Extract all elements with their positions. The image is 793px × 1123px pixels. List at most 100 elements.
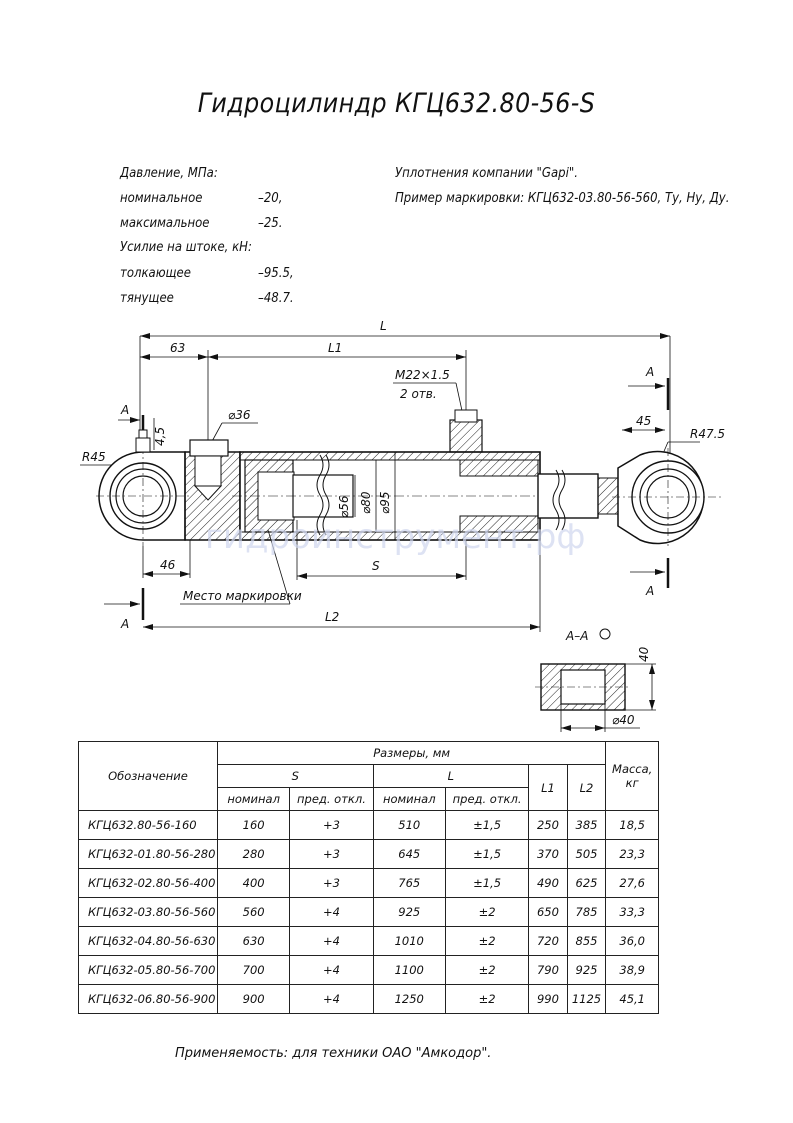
table-row: КГЦ632-03.80-56-560 560 +4 925 ±2 650 78… bbox=[78, 897, 659, 927]
label-a-top-left: A bbox=[120, 403, 129, 417]
section-view-a-a: A–A 40 ⌀40 bbox=[535, 628, 656, 732]
cell-designation: КГЦ632-03.80-56-560 bbox=[78, 897, 218, 927]
pull-force-label: тянущее bbox=[120, 291, 174, 306]
label-46: 46 bbox=[160, 558, 176, 572]
label-marking-place: Место маркировки bbox=[183, 589, 302, 603]
cell-s: 400 bbox=[216, 868, 291, 898]
pull-force-value: –48.7. bbox=[258, 291, 294, 306]
label-s: S bbox=[372, 559, 380, 573]
cell-designation: КГЦ632-04.80-56-630 bbox=[78, 926, 218, 956]
label-l2: L2 bbox=[325, 610, 339, 624]
table-row: КГЦ632-06.80-56-900 900 +4 1250 ±2 990 1… bbox=[78, 984, 659, 1014]
header-dimensions: Размеры, мм bbox=[216, 741, 607, 765]
cell-l-dev: ±2 bbox=[444, 984, 530, 1014]
force-heading: Усилие на штоке, кН: bbox=[120, 240, 252, 255]
table-row: КГЦ632.80-56-160 160 +3 510 ±1,5 250 385… bbox=[78, 810, 659, 840]
cell-s-dev: +4 bbox=[289, 984, 374, 1014]
label-l: L bbox=[380, 319, 387, 333]
cell-l: 925 bbox=[372, 897, 446, 927]
dimension-l: L bbox=[139, 319, 671, 455]
marking-example-note: Пример маркировки: КГЦ632-03.80-56-560, … bbox=[395, 191, 730, 206]
cell-l2: 625 bbox=[566, 868, 607, 898]
cell-l-dev: ±1,5 bbox=[444, 810, 530, 840]
label-phi56: ⌀56 bbox=[337, 495, 351, 518]
cell-l-dev: ±2 bbox=[444, 955, 530, 985]
label-section-a-a: A–A bbox=[565, 629, 588, 643]
cell-mass: 45,1 bbox=[605, 984, 659, 1014]
cell-l2: 385 bbox=[566, 810, 607, 840]
header-s-nominal: номинал bbox=[216, 787, 291, 811]
cell-s-dev: +3 bbox=[289, 839, 374, 869]
cell-l2: 785 bbox=[566, 897, 607, 927]
label-a-bottom-right: A bbox=[645, 584, 654, 598]
cell-l2: 925 bbox=[566, 955, 607, 985]
cell-designation: КГЦ632.80-56-160 bbox=[78, 810, 218, 840]
cell-designation: КГЦ632-01.80-56-280 bbox=[78, 839, 218, 869]
pressure-heading: Давление, МПа: bbox=[120, 166, 218, 181]
cell-l-dev: ±2 bbox=[444, 897, 530, 927]
cell-l: 1100 bbox=[372, 955, 446, 985]
cell-l: 1250 bbox=[372, 984, 446, 1014]
label-a-top-right: A bbox=[645, 365, 654, 379]
push-force-value: –95.5, bbox=[258, 266, 294, 281]
cell-designation: КГЦ632-02.80-56-400 bbox=[78, 868, 218, 898]
label-4-5: 4,5 bbox=[153, 427, 167, 446]
cell-mass: 33,3 bbox=[605, 897, 659, 927]
cell-l1: 250 bbox=[528, 810, 568, 840]
cell-mass: 38,9 bbox=[605, 955, 659, 985]
header-l2: L2 bbox=[566, 764, 607, 811]
cell-l1: 650 bbox=[528, 897, 568, 927]
cell-designation: КГЦ632-06.80-56-900 bbox=[78, 984, 218, 1014]
watermark-text: гидроинструмент.рф bbox=[205, 517, 585, 557]
header-l: L bbox=[372, 764, 530, 788]
label-holes: 2 отв. bbox=[400, 387, 437, 401]
label-phi40: ⌀40 bbox=[612, 713, 635, 727]
cell-mass: 23,3 bbox=[605, 839, 659, 869]
label-63: 63 bbox=[170, 341, 185, 355]
label-thread: M22×1.5 bbox=[395, 368, 450, 382]
header-s: S bbox=[216, 764, 374, 788]
label-40: 40 bbox=[637, 646, 651, 662]
table-row: КГЦ632-05.80-56-700 700 +4 1100 ±2 790 9… bbox=[78, 955, 659, 985]
cell-s-dev: +3 bbox=[289, 810, 374, 840]
nominal-pressure-label: номинальное bbox=[120, 191, 203, 206]
cell-l2: 855 bbox=[566, 926, 607, 956]
label-phi95: ⌀95 bbox=[378, 492, 392, 515]
cell-s: 280 bbox=[216, 839, 291, 869]
push-force-label: толкающее bbox=[120, 266, 191, 281]
header-s-deviation: пред. откл. bbox=[289, 787, 374, 811]
cell-s: 160 bbox=[216, 810, 291, 840]
cell-l-dev: ±1,5 bbox=[444, 839, 530, 869]
cell-l1: 990 bbox=[528, 984, 568, 1014]
cell-l: 645 bbox=[372, 839, 446, 869]
cylinder-tube bbox=[232, 409, 560, 541]
seals-note: Уплотнения компании "Gapi". bbox=[395, 166, 578, 181]
header-l-deviation: пред. откл. bbox=[444, 787, 530, 811]
nominal-pressure-value: –20, bbox=[258, 191, 283, 206]
cell-designation: КГЦ632-05.80-56-700 bbox=[78, 955, 218, 985]
applicability-note: Применяемость: для техники ОАО "Амкодор"… bbox=[175, 1046, 492, 1061]
label-l1: L1 bbox=[328, 341, 342, 355]
header-mass-label: Масса, bbox=[612, 762, 653, 776]
cell-s-dev: +4 bbox=[289, 897, 374, 927]
cylinder-bottom bbox=[184, 439, 241, 541]
table-row: КГЦ632-02.80-56-400 400 +3 765 ±1,5 490 … bbox=[78, 868, 659, 898]
cell-s-dev: +4 bbox=[289, 955, 374, 985]
header-designation: Обозначение bbox=[78, 741, 218, 811]
cell-s: 900 bbox=[216, 984, 291, 1014]
label-phi80: ⌀80 bbox=[359, 491, 373, 514]
dimensions-table: Обозначение Размеры, мм Масса, кг S L L1… bbox=[78, 741, 659, 1014]
table-row: КГЦ632-01.80-56-280 280 +3 645 ±1,5 370 … bbox=[78, 839, 659, 869]
cell-s: 700 bbox=[216, 955, 291, 985]
cell-s-dev: +4 bbox=[289, 926, 374, 956]
cell-l-dev: ±2 bbox=[444, 926, 530, 956]
cell-mass: 27,6 bbox=[605, 868, 659, 898]
cell-l1: 790 bbox=[528, 955, 568, 985]
cell-l2: 1125 bbox=[566, 984, 607, 1014]
cell-l: 765 bbox=[372, 868, 446, 898]
cell-mass: 18,5 bbox=[605, 810, 659, 840]
cell-s: 560 bbox=[216, 897, 291, 927]
dimension-l1: 63 L1 bbox=[140, 341, 467, 450]
table-row: КГЦ632-04.80-56-630 630 +4 1010 ±2 720 8… bbox=[78, 926, 659, 956]
cell-s: 630 bbox=[216, 926, 291, 956]
